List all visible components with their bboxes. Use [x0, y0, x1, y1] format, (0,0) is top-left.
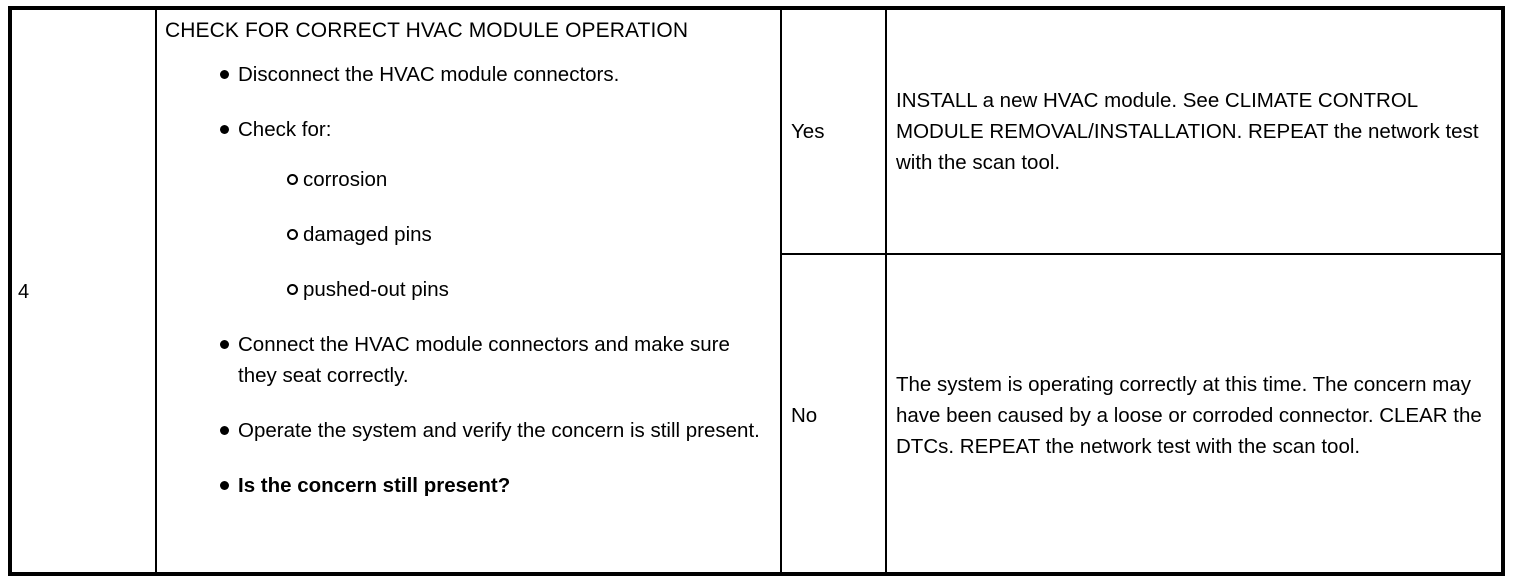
action-text-no: The system is operating correctly at thi…: [896, 373, 1482, 458]
step-title: CHECK FOR CORRECT HVAC MODULE OPERATION: [165, 19, 689, 42]
filled-bullet-icon: [220, 340, 229, 349]
list-item-label: pushed-out pins: [303, 278, 449, 301]
list-item: Connect the HVAC module connectors and m…: [165, 329, 770, 391]
list-item-label: Check for:: [238, 118, 332, 141]
result-label-no-text: No: [791, 403, 818, 427]
check-for-sublist: corrosion damaged pins pushed-out pins: [238, 164, 770, 305]
list-item-label: Disconnect the HVAC module connectors.: [238, 63, 620, 86]
list-item: Operate the system and verify the concer…: [165, 415, 770, 446]
list-item-question: Is the concern still present?: [165, 470, 770, 501]
list-item: damaged pins: [238, 219, 770, 250]
result-label-yes: Yes: [782, 10, 885, 253]
list-item-label: damaged pins: [303, 223, 432, 246]
column-divider-action: [885, 10, 887, 572]
hollow-bullet-icon: [287, 229, 298, 240]
row-divider-yes-no: [780, 253, 1501, 255]
action-cell-yes: INSTALL a new HVAC module. See CLIMATE C…: [887, 10, 1501, 253]
list-item-label: corrosion: [303, 168, 388, 191]
list-item: Disconnect the HVAC module connectors.: [165, 59, 770, 90]
column-divider-result: [780, 10, 782, 572]
result-label-yes-text: Yes: [791, 119, 825, 143]
filled-bullet-icon: [220, 481, 229, 490]
filled-bullet-icon: [220, 70, 229, 79]
filled-bullet-icon: [220, 125, 229, 134]
list-item: Check for: corrosion damaged pins pu: [165, 114, 770, 305]
list-item: pushed-out pins: [238, 274, 770, 305]
result-label-no: No: [782, 255, 885, 576]
filled-bullet-icon: [220, 426, 229, 435]
step-number-cell: 4: [12, 10, 155, 572]
column-divider-step: [155, 10, 157, 572]
hollow-bullet-icon: [287, 284, 298, 295]
action-cell-no: The system is operating correctly at thi…: [887, 255, 1501, 576]
list-item-label: Is the concern still present?: [238, 474, 511, 497]
list-item-label: Connect the HVAC module connectors and m…: [238, 333, 730, 387]
list-item-label: Operate the system and verify the concer…: [238, 419, 760, 442]
diagnostic-step-table: 4 CHECK FOR CORRECT HVAC MODULE OPERATIO…: [8, 6, 1505, 576]
step-instruction-list: Disconnect the HVAC module connectors. C…: [165, 59, 770, 501]
hollow-bullet-icon: [287, 174, 298, 185]
list-item: corrosion: [238, 164, 770, 195]
step-detail-cell: CHECK FOR CORRECT HVAC MODULE OPERATION …: [157, 10, 780, 572]
step-number: 4: [18, 281, 30, 303]
action-text-yes: INSTALL a new HVAC module. See CLIMATE C…: [896, 89, 1479, 174]
